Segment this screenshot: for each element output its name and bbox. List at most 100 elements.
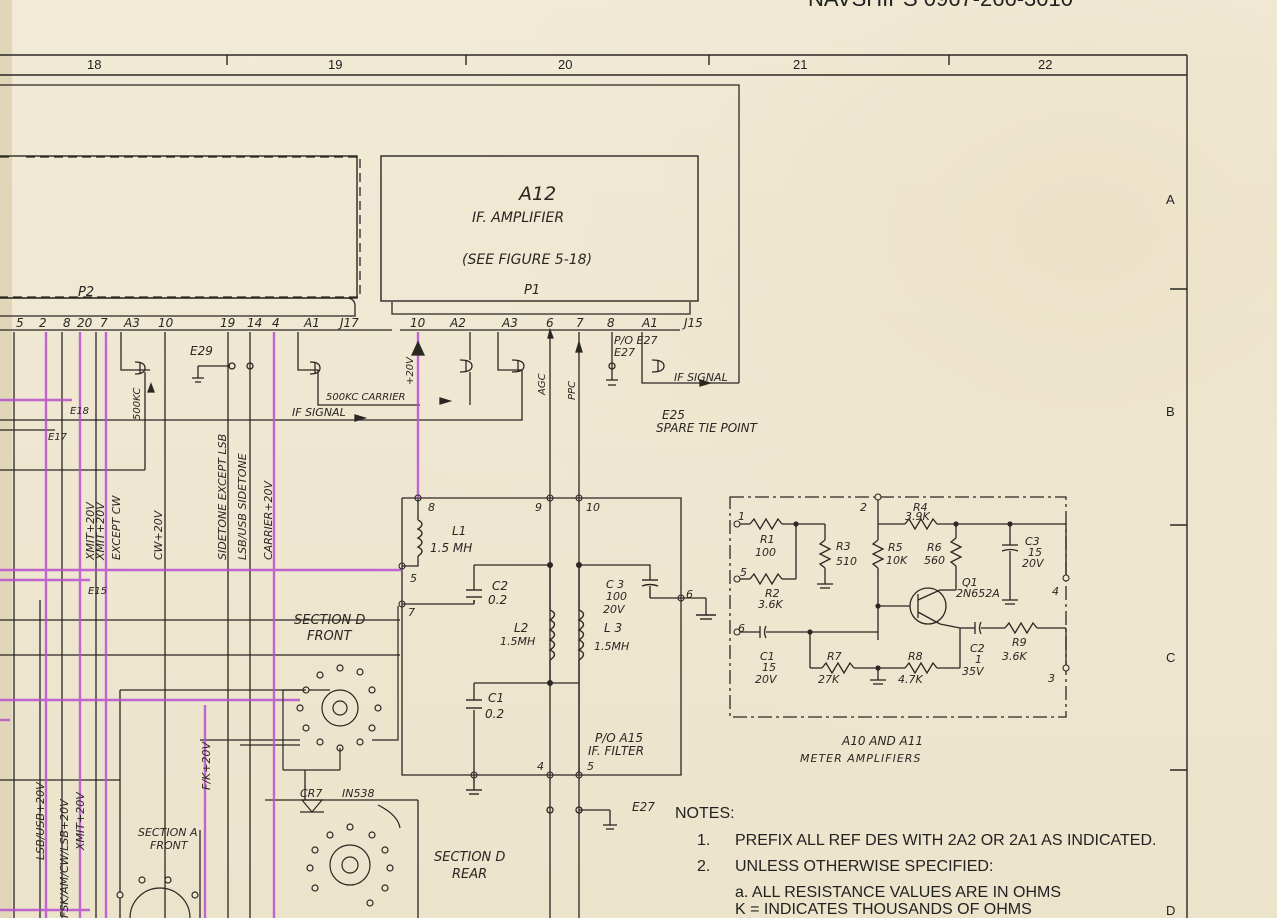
a12-if-amplifier: A12 IF. AMPLIFIER (SEE FIGURE 5-18) P1 <box>380 155 699 315</box>
wiring-highlight-magenta <box>0 332 420 918</box>
svg-text:XMIT+20V: XMIT+20V <box>84 501 97 561</box>
svg-text:XMIT+20V: XMIT+20V <box>94 501 107 561</box>
meter-title: A10 AND A11 <box>841 734 923 748</box>
meter-pin-3: 3 <box>1048 672 1055 685</box>
svg-text:J17: J17 <box>338 316 359 330</box>
a15-title: P/O A15 <box>595 731 643 745</box>
svg-text:LSB/USB SIDETONE: LSB/USB SIDETONE <box>236 453 249 560</box>
svg-text:J15: J15 <box>682 316 703 330</box>
r7-resistor <box>821 661 855 675</box>
c1-value: 0.2 <box>485 707 504 721</box>
a15-pin-4: 4 <box>537 760 544 773</box>
spare-tie-point-label: SPARE TIE POINT <box>656 421 759 435</box>
section-d-rear-label: SECTION D <box>434 850 505 865</box>
grid-col-22: 22 <box>1038 57 1052 72</box>
c2-label: C2 <box>492 579 508 593</box>
rotary-switch-section-a-front <box>116 876 199 918</box>
a15-junction-dots <box>547 562 582 686</box>
meter-junction-dots <box>793 521 1013 671</box>
meter-pin-2: 2 <box>860 501 867 514</box>
svg-text:A2: A2 <box>449 316 466 330</box>
r7-value: 27K <box>818 673 840 686</box>
section-d-front-sublabel: FRONT <box>307 629 352 644</box>
l1-value: 1.5 MH <box>430 541 472 555</box>
r5-label: R5 <box>888 541 903 554</box>
r3-value: 510 <box>836 555 857 568</box>
svg-text:CW+20V: CW+20V <box>152 509 165 560</box>
r1-value: 100 <box>755 546 776 559</box>
svg-text:XMIT+20V: XMIT+20V <box>74 791 87 851</box>
r6-value: 560 <box>924 554 945 567</box>
meter-subtitle: METER AMPLIFIERS <box>800 752 921 765</box>
grid-col-19: 19 <box>328 57 342 72</box>
l2-inductor <box>548 609 556 661</box>
plus-20v-label: +20V <box>405 356 416 385</box>
svg-text:8: 8 <box>607 316 615 330</box>
e27-po-label: P/O E27 <box>614 334 657 347</box>
connector-jacks <box>134 359 665 830</box>
svg-text:5: 5 <box>16 316 24 330</box>
cr7-diode <box>300 799 324 813</box>
c2-value: 0.2 <box>488 593 507 607</box>
grid-row-d: D <box>1166 903 1175 918</box>
svg-text:F/K+20V: F/K+20V <box>200 741 213 790</box>
c2-meter-label: C2 <box>970 642 985 655</box>
svg-text:SIDETONE EXCEPT LSB: SIDETONE EXCEPT LSB <box>216 434 229 560</box>
cr7-label: CR7 <box>300 787 322 800</box>
svg-text:A1: A1 <box>303 316 320 330</box>
l2-label: L2 <box>514 621 528 635</box>
l3-value: 1.5MH <box>594 640 629 653</box>
section-d-rear-sublabel: REAR <box>452 867 487 882</box>
grid-col-21: 21 <box>793 57 807 72</box>
rotary-switch-section-d-front <box>282 606 399 771</box>
r9-resistor <box>1004 621 1038 635</box>
notes-block: NOTES: 1. PREFIX ALL REF DES WITH 2A2 OR… <box>675 804 1235 918</box>
svg-text:6: 6 <box>546 316 554 330</box>
r3-resistor <box>818 539 832 569</box>
r2-value: 3.6K <box>758 598 783 611</box>
meter-pin-1: 1 <box>738 510 745 523</box>
r5-value: 10K <box>886 554 908 567</box>
vertical-wire-labels: XMIT+20V XMIT+20V EXCEPT CW CW+20V SIDET… <box>34 434 275 918</box>
a15-subtitle: IF. FILTER <box>588 744 644 758</box>
c1-label: C1 <box>488 691 504 705</box>
r2-label: R2 <box>765 587 780 600</box>
r4-resistor <box>904 517 938 531</box>
svg-text:20: 20 <box>77 316 93 330</box>
c3-meter-rating: 20V <box>1022 557 1045 570</box>
r6-label: R6 <box>927 541 942 554</box>
c3-value: 100 <box>606 590 627 603</box>
svg-text:CARRIER+20V: CARRIER+20V <box>262 479 275 560</box>
r8-resistor <box>904 661 938 675</box>
meter-pin-5: 5 <box>740 566 747 579</box>
svg-text:10: 10 <box>158 316 174 330</box>
svg-text:8: 8 <box>63 316 71 330</box>
wiring-black <box>0 332 739 918</box>
a15-pin-5b: 5 <box>587 760 594 773</box>
r4-value: 3.9K <box>905 510 930 523</box>
r9-value: 3.6K <box>1002 650 1027 663</box>
p1-label: P1 <box>524 283 540 298</box>
page-fold <box>0 0 12 918</box>
r2-resistor <box>749 572 783 586</box>
c3-meter-label: C3 <box>1025 535 1040 548</box>
a15-terminals <box>398 494 685 779</box>
drawing-frame <box>0 54 1188 918</box>
carrier-500kc-label: 500KC CARRIER <box>326 392 405 403</box>
r1-label: R1 <box>760 533 775 546</box>
ppc-label: PPC <box>567 381 578 400</box>
p2-module: P2 <box>0 155 358 317</box>
a15-pin-6: 6 <box>686 588 693 601</box>
section-a-front-sublabel: FRONT <box>150 839 189 852</box>
agc-label: AGC <box>537 373 548 396</box>
section-a-front-label: SECTION A <box>138 826 198 839</box>
svg-text:14: 14 <box>247 316 262 330</box>
l3-label: L 3 <box>604 621 622 635</box>
if-signal-label: IF SIGNAL <box>292 406 346 419</box>
q1-transistor <box>909 587 947 625</box>
grid-col-20: 20 <box>558 57 572 72</box>
a12-reference: (SEE FIGURE 5-18) <box>462 252 592 268</box>
e17-label: E17 <box>48 432 68 443</box>
svg-text:7: 7 <box>576 316 584 330</box>
